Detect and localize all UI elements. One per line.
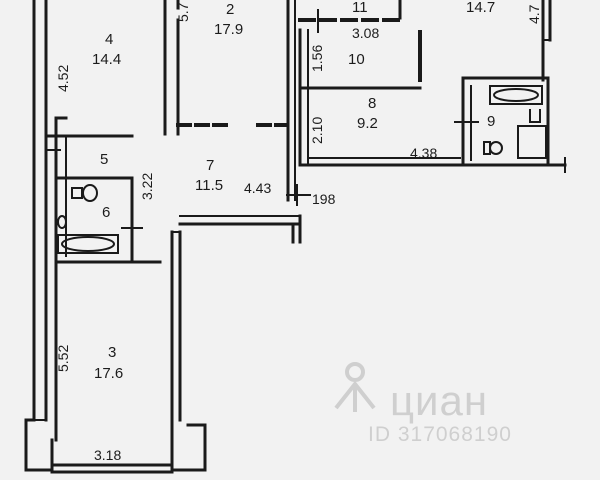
room-3-number: 3	[108, 344, 117, 361]
dimension-3-08: 3.08	[352, 25, 380, 41]
dimension-198: 198	[312, 191, 336, 207]
room-7-area: 11.5	[195, 177, 224, 194]
room-8-number: 8	[368, 95, 377, 112]
dimension-3-18: 3.18	[94, 447, 122, 463]
dimension-4-38: 4.38	[410, 145, 438, 161]
room-4-area: 14.4	[92, 51, 122, 68]
room-5-number: 5	[100, 151, 109, 168]
room-2-area: 17.9	[214, 21, 244, 38]
room-6-number: 6	[102, 204, 111, 221]
dimension-4-43: 4.43	[244, 180, 272, 196]
room-4-number: 4	[105, 31, 114, 48]
room-7-number: 7	[206, 157, 215, 174]
dimension-4-7: 4.7	[526, 4, 542, 24]
dimension-4-52: 4.52	[55, 64, 71, 92]
watermark-brand: циан	[390, 377, 489, 424]
room-2-number: 2	[226, 1, 235, 18]
room-10-number: 10	[348, 51, 365, 68]
dimension-5-7: 5.7	[175, 2, 191, 22]
cian-logo-icon	[334, 362, 376, 412]
room-8-area: 9.2	[357, 115, 378, 132]
dimension-1-56: 1.56	[309, 44, 325, 72]
watermark-id: ID 317068190	[368, 423, 512, 446]
dimension-5-52: 5.52	[55, 344, 71, 372]
room-3-area: 17.6	[94, 365, 124, 382]
room-9-number: 9	[487, 113, 496, 130]
room-11-number: 11	[352, 0, 368, 16]
room-top-right-area: 14.7	[466, 0, 496, 16]
dimension-2-10: 2.10	[309, 116, 325, 144]
dimension-3-22: 3.22	[139, 172, 155, 200]
